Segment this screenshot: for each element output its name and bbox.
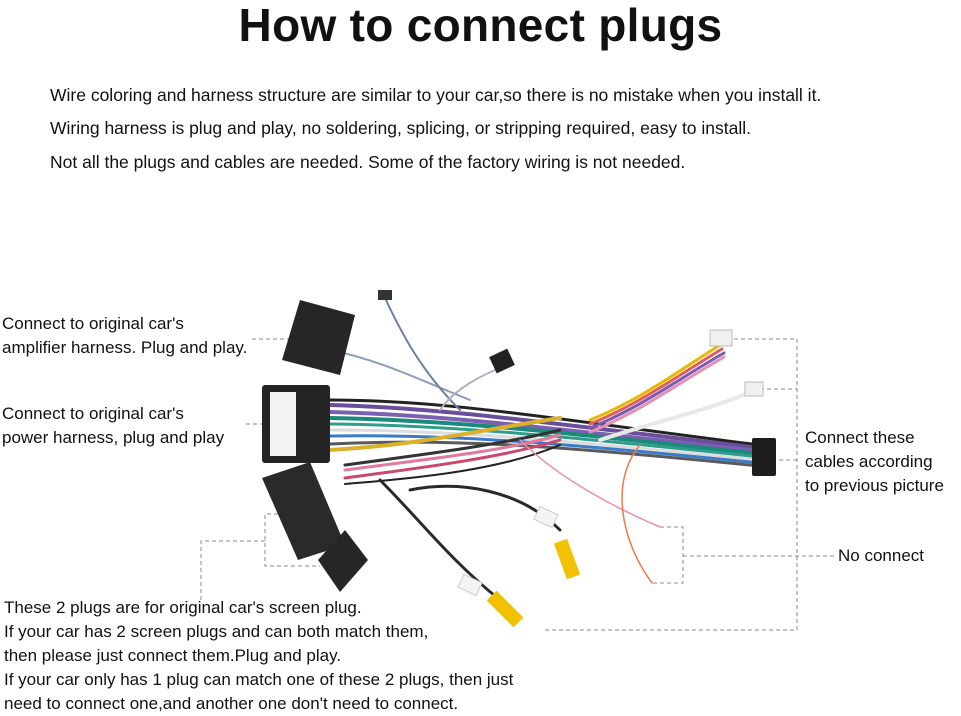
leader-noconnect-bracket <box>652 526 684 584</box>
small-black-plug <box>489 348 515 374</box>
intro-line: Not all the plugs and cables are needed.… <box>50 152 686 172</box>
white-plug-multi <box>709 329 733 347</box>
leader-screen <box>200 540 265 600</box>
callout-no-connect: No connect <box>838 546 924 565</box>
callout-line: Connect these <box>805 428 915 447</box>
power-connector-label <box>270 392 296 456</box>
callout-line: to previous picture <box>805 476 944 495</box>
callout-amplifier: Connect to original car's amplifier harn… <box>2 312 247 360</box>
white-plug-small <box>744 381 764 397</box>
callout-line: then please just connect them.Plug and p… <box>4 646 342 665</box>
callout-line: These 2 plugs are for original car's scr… <box>4 598 362 617</box>
leader-cables-bracket <box>545 338 798 631</box>
camera-tag-2 <box>457 573 483 597</box>
callout-line: power harness, plug and play <box>2 428 225 447</box>
amplifier-connector <box>282 300 355 375</box>
page-title: How to connect plugs <box>238 0 723 51</box>
small-plug-top <box>378 290 392 300</box>
callout-line: Connect to original car's <box>2 314 184 333</box>
callout-line: need to connect one,and another one don'… <box>4 694 459 713</box>
leader-screen-bracket <box>264 513 320 567</box>
callout-line: If your car only has 1 plug can match on… <box>4 670 514 689</box>
callout-line: amplifier harness. Plug and play. <box>2 338 248 357</box>
screen-connector-2 <box>318 530 368 592</box>
camera-tag-1 <box>533 505 559 529</box>
leader-lines <box>200 338 836 631</box>
callout-line: cables according <box>805 452 933 471</box>
callout-screen: These 2 plugs are for original car's scr… <box>4 596 513 716</box>
callout-power: Connect to original car's power harness,… <box>2 402 224 450</box>
rca-plug-2 <box>486 590 524 628</box>
rca-plug-1 <box>553 538 581 580</box>
callout-line: Connect to original car's <box>2 404 184 423</box>
iso-connector <box>752 438 776 476</box>
intro-line: Wire coloring and harness structure are … <box>50 85 822 105</box>
callout-line: If your car has 2 screen plugs and can b… <box>4 622 429 641</box>
connectors <box>262 290 776 628</box>
callout-cables: Connect these cables according to previo… <box>805 426 944 498</box>
intro-line: Wiring harness is plug and play, no sold… <box>50 118 752 138</box>
screen-connector-1 <box>262 462 345 560</box>
wire-bundle <box>328 297 762 602</box>
